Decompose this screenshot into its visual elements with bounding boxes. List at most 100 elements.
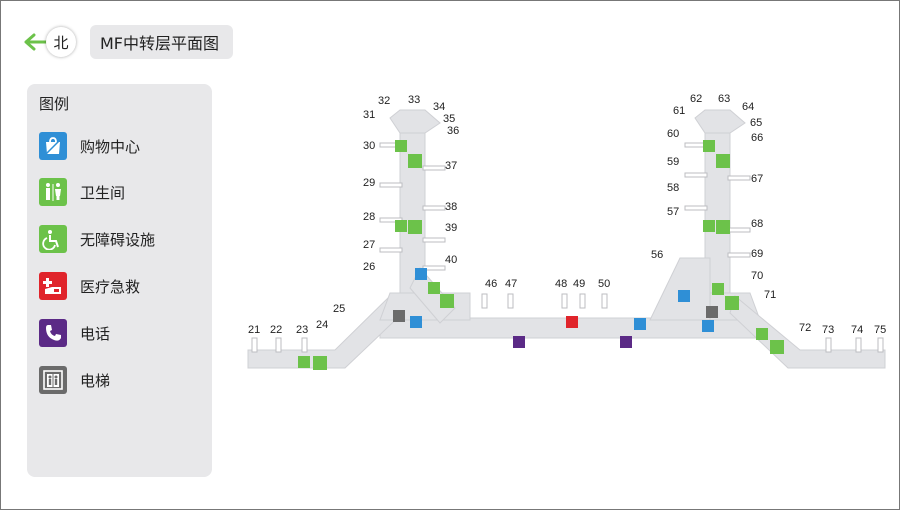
gate-33: 33 [408, 94, 420, 106]
shopping-bag-icon[interactable] [678, 290, 690, 302]
shopping-bag-icon[interactable] [634, 318, 646, 330]
legend-panel: 图例 购物中心 卫生间 无障碍设施 医疗急救 电话 电梯 [27, 84, 212, 477]
restroom-icon [39, 178, 67, 206]
legend-item-shopping: 购物中心 [39, 132, 140, 160]
gate-38: 38 [445, 201, 457, 213]
terminal-map: 21 22 23 24 25 26 27 28 29 30 31 32 33 3… [240, 88, 895, 388]
gate-29: 29 [363, 177, 375, 189]
gate-37: 37 [445, 160, 457, 172]
first-aid-icon[interactable] [566, 316, 578, 328]
wheelchair-icon[interactable] [703, 220, 715, 232]
wheelchair-icon[interactable] [703, 140, 715, 152]
floor-title: MF中转层平面图 [90, 25, 233, 59]
shopping-bag-icon[interactable] [410, 316, 422, 328]
gate-60: 60 [667, 128, 679, 140]
gate-70: 70 [751, 270, 763, 282]
shopping-bag-icon[interactable] [702, 320, 714, 332]
gate-labels: 21 22 23 24 25 26 27 28 29 30 31 32 33 3… [248, 93, 886, 336]
gate-27: 27 [363, 239, 375, 251]
gate-40: 40 [445, 254, 457, 266]
phone-icon[interactable] [620, 336, 632, 348]
gate-22: 22 [270, 324, 282, 336]
gate-28: 28 [363, 211, 375, 223]
gate-68: 68 [751, 218, 763, 230]
gate-49: 49 [573, 278, 585, 290]
gate-36: 36 [447, 125, 459, 137]
legend-label-first-aid: 医疗急救 [80, 277, 141, 296]
gate-48: 48 [555, 278, 567, 290]
legend-label-phone: 电话 [80, 324, 111, 343]
phone-icon[interactable] [513, 336, 525, 348]
restroom-icon[interactable] [408, 154, 422, 168]
restroom-icon[interactable] [716, 220, 730, 234]
compass[interactable]: 北 [24, 27, 76, 57]
legend-item-accessible: 无障碍设施 [39, 225, 155, 253]
phone-icon [39, 319, 67, 347]
gate-46: 46 [485, 278, 497, 290]
restroom-icon[interactable] [716, 154, 730, 168]
wheelchair-icon[interactable] [395, 220, 407, 232]
gate-73: 73 [822, 324, 834, 336]
gate-61: 61 [673, 105, 685, 117]
restroom-icon[interactable] [408, 220, 422, 234]
wheelchair-icon [39, 225, 67, 253]
elevator-icon[interactable] [706, 306, 718, 318]
restroom-icon[interactable] [440, 294, 454, 308]
legend-item-elevator: 电梯 [39, 366, 110, 394]
legend-label-restroom: 卫生间 [80, 183, 126, 202]
restroom-icon[interactable] [313, 356, 327, 370]
gate-25: 25 [333, 303, 345, 315]
gate-26: 26 [363, 261, 375, 273]
north-indicator: 北 [46, 27, 76, 57]
wheelchair-icon[interactable] [712, 283, 724, 295]
terminal-floor-plan: 21 22 23 24 25 26 27 28 29 30 31 32 33 3… [247, 93, 886, 370]
gate-67: 67 [751, 173, 763, 185]
gate-75: 75 [874, 324, 886, 336]
gate-72: 72 [799, 322, 811, 334]
gate-65: 65 [750, 117, 762, 129]
gate-21: 21 [248, 324, 260, 336]
elevator-icon[interactable] [393, 310, 405, 322]
legend-item-restroom: 卫生间 [39, 178, 125, 206]
gate-30: 30 [363, 140, 375, 152]
gate-50: 50 [598, 278, 610, 290]
gate-34: 34 [433, 101, 445, 113]
legend-item-first-aid: 医疗急救 [39, 272, 140, 300]
wheelchair-icon[interactable] [428, 282, 440, 294]
gate-63: 63 [718, 93, 730, 105]
first-aid-icon [39, 272, 67, 300]
gate-23: 23 [296, 324, 308, 336]
gate-35: 35 [443, 113, 455, 125]
gate-58: 58 [667, 182, 679, 194]
gate-connectors [251, 142, 884, 353]
gate-64: 64 [742, 101, 754, 113]
gate-59: 59 [667, 156, 679, 168]
gate-31: 31 [363, 109, 375, 121]
gate-66: 66 [751, 132, 763, 144]
wheelchair-icon[interactable] [756, 328, 768, 340]
shopping-bag-icon [39, 132, 67, 160]
legend-title: 图例 [39, 95, 70, 113]
terminal-floor [247, 109, 886, 369]
gate-47: 47 [505, 278, 517, 290]
gate-57: 57 [667, 206, 679, 218]
shopping-bag-icon[interactable] [415, 268, 427, 280]
elevator-icon [39, 366, 67, 394]
restroom-icon[interactable] [770, 340, 784, 354]
legend-label-accessible: 无障碍设施 [80, 230, 156, 249]
gate-24: 24 [316, 319, 328, 331]
legend-label-shopping: 购物中心 [80, 137, 141, 156]
arrow-left-icon[interactable] [24, 28, 48, 56]
wheelchair-icon[interactable] [298, 356, 310, 368]
gate-71: 71 [764, 289, 776, 301]
wheelchair-icon[interactable] [395, 140, 407, 152]
restroom-icon[interactable] [725, 296, 739, 310]
gate-39: 39 [445, 222, 457, 234]
legend-label-elevator: 电梯 [80, 371, 111, 390]
legend-item-phone: 电话 [39, 319, 110, 347]
gate-74: 74 [851, 324, 863, 336]
gate-69: 69 [751, 248, 763, 260]
gate-56: 56 [651, 249, 663, 261]
gate-62: 62 [690, 93, 702, 105]
gate-32: 32 [378, 95, 390, 107]
